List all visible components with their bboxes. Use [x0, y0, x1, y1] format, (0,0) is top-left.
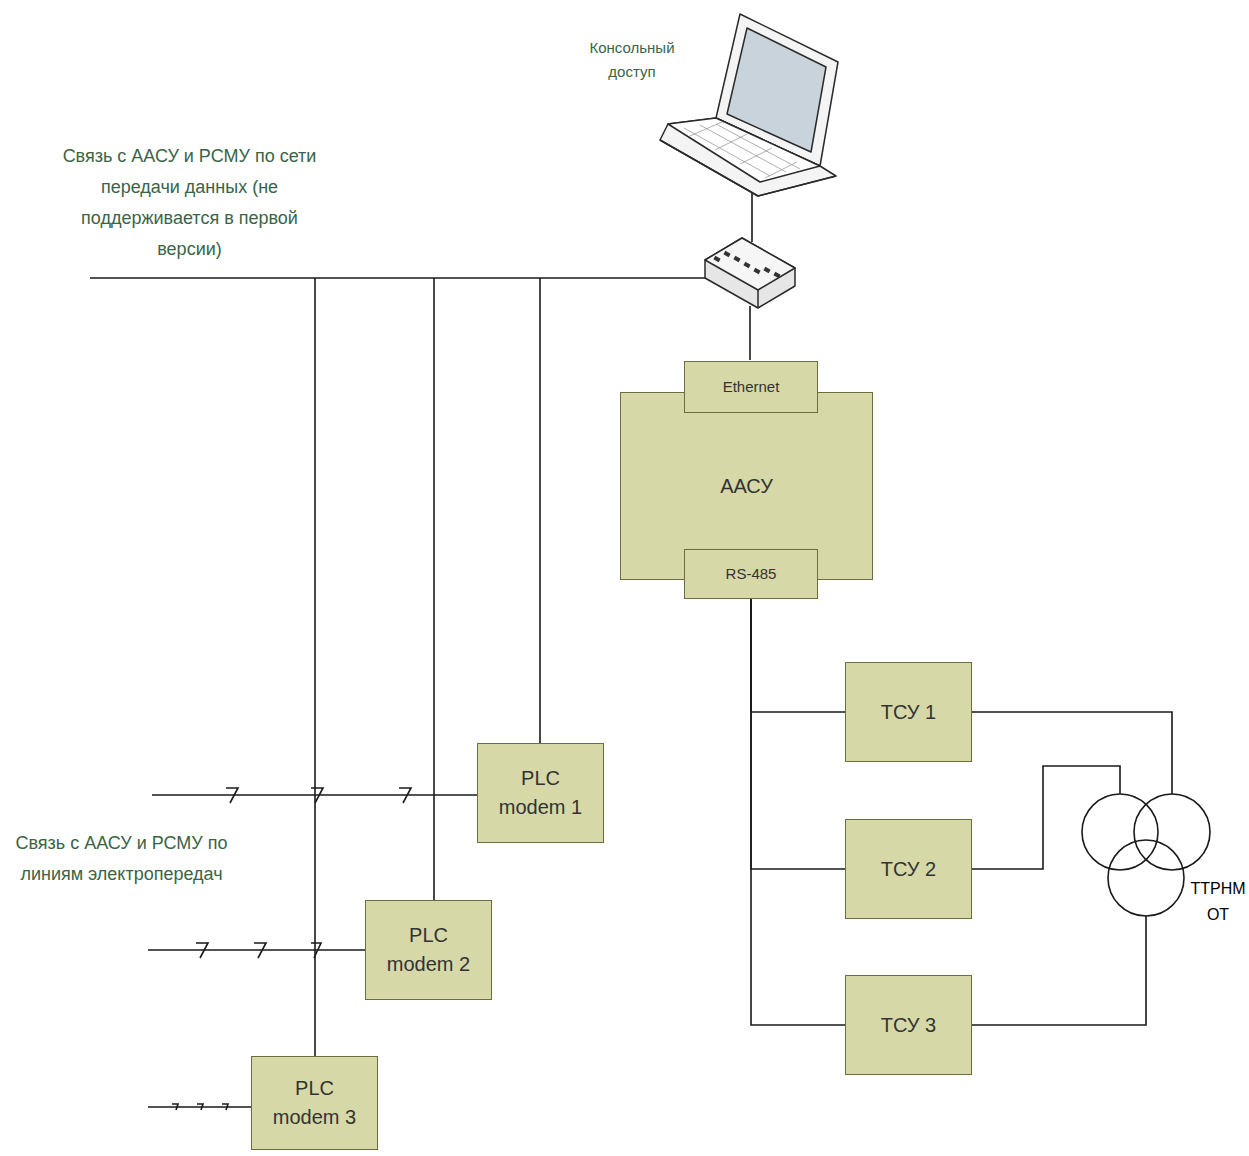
device-box: ТСУ 2 — [845, 819, 972, 919]
device-box: ТСУ 3 — [845, 975, 972, 1075]
wire-connector — [751, 599, 845, 712]
wire-connector — [751, 599, 845, 869]
box-label: ТСУ 3 — [881, 1011, 936, 1040]
transformer-symbol: ТТРНМ ОТ — [1080, 792, 1249, 922]
box-label: Ethernet — [723, 376, 780, 398]
box-label: ТСУ 1 — [881, 698, 936, 727]
port-tab: RS-485 — [684, 549, 818, 599]
box-label: PLC modem 2 — [374, 921, 484, 979]
symbol-label: ТТРНМ ОТ — [1186, 876, 1249, 927]
box-label: ТСУ 2 — [881, 855, 936, 884]
laptop-icon — [660, 14, 838, 196]
port-tab: Ethernet — [684, 361, 818, 413]
modem-box: PLC modem 3 — [251, 1056, 378, 1150]
wire-connector — [751, 599, 845, 1025]
transformer-circles — [1080, 792, 1249, 922]
box-label: PLC modem 1 — [486, 764, 596, 822]
note-label: Связь с ААСУ и РСМУ по сети передачи дан… — [52, 141, 327, 265]
box-label: PLC modem 3 — [260, 1074, 370, 1132]
box-label: RS-485 — [726, 563, 777, 585]
controller-box: ААСУEthernetRS-485 — [620, 392, 873, 580]
wire-connector — [972, 712, 1172, 794]
winding-circle — [1134, 794, 1210, 870]
box-label: ААСУ — [720, 472, 773, 501]
device-box: ТСУ 1 — [845, 662, 972, 762]
network-switch — [705, 238, 795, 308]
modem-box: PLC modem 1 — [477, 743, 604, 843]
wire-connector — [972, 916, 1146, 1025]
note-label: Консольный доступ — [571, 36, 693, 84]
note-label: Связь с ААСУ и РСМУ по линиям электропер… — [4, 828, 239, 890]
modem-box: PLC modem 2 — [365, 900, 492, 1000]
winding-circle — [1082, 794, 1158, 870]
wire-connector — [972, 766, 1120, 869]
winding-circle — [1108, 840, 1184, 916]
network-bus — [90, 190, 752, 1056]
